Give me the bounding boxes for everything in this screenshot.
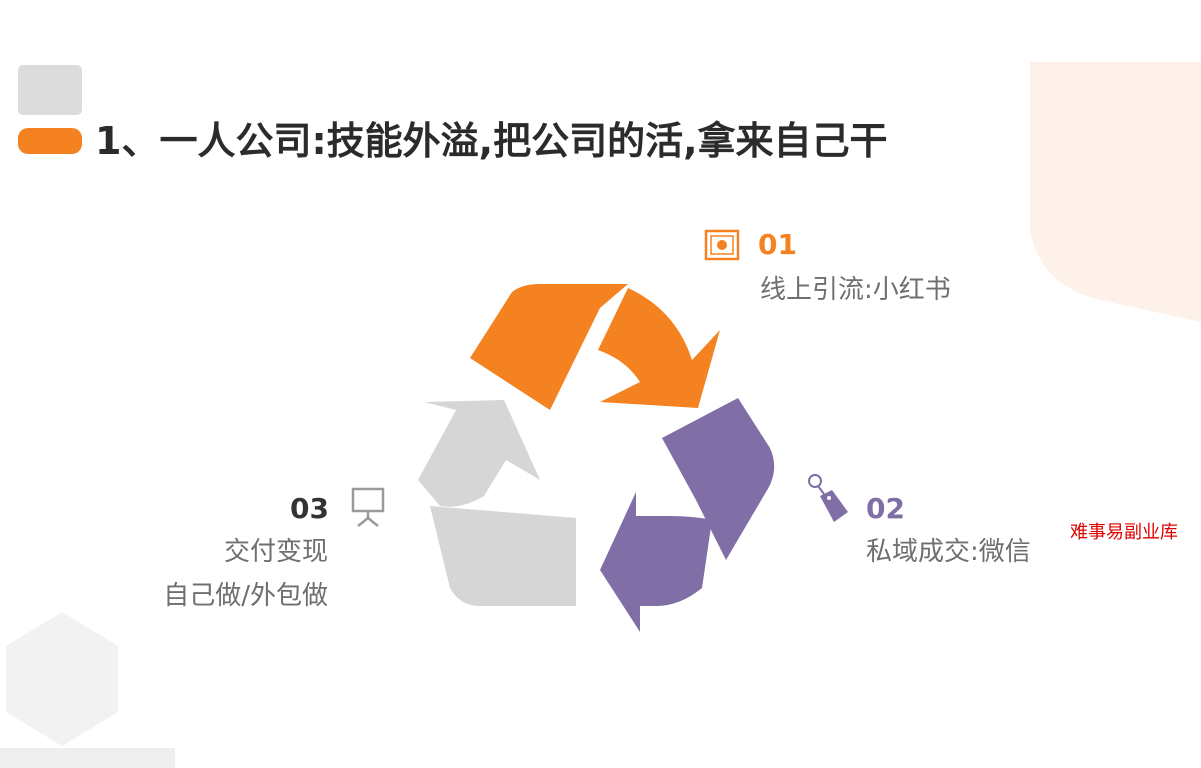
watermark: 难事易副业库 xyxy=(1070,522,1178,543)
step3-line1: 交付变现 xyxy=(223,537,328,567)
step3-number: 03 xyxy=(290,492,329,525)
step1-text: 线上引流:小红书 xyxy=(760,275,951,305)
arrow-orange xyxy=(470,284,720,410)
page-title: 1、一人公司:技能外溢,把公司的活,拿来自己干 xyxy=(95,119,888,163)
arrow-purple xyxy=(600,398,775,632)
decor-gray-bar xyxy=(0,748,175,768)
decor-peach-panel xyxy=(1030,62,1201,322)
presentation-photo-icon xyxy=(704,229,740,261)
step2-number: 02 xyxy=(866,492,905,525)
arrow-gray xyxy=(418,400,576,606)
sale-tag-icon xyxy=(808,474,848,522)
recycle-diagram xyxy=(418,284,775,632)
decor-gray-hexagon xyxy=(6,612,118,746)
easel-icon xyxy=(351,487,385,527)
step1-number: 01 xyxy=(758,228,797,261)
title-marker-orange xyxy=(18,128,82,154)
step3-line2: 自己做/外包做 xyxy=(163,581,328,611)
step2-text: 私域成交:微信 xyxy=(866,537,1031,567)
title-marker-gray xyxy=(18,65,82,115)
